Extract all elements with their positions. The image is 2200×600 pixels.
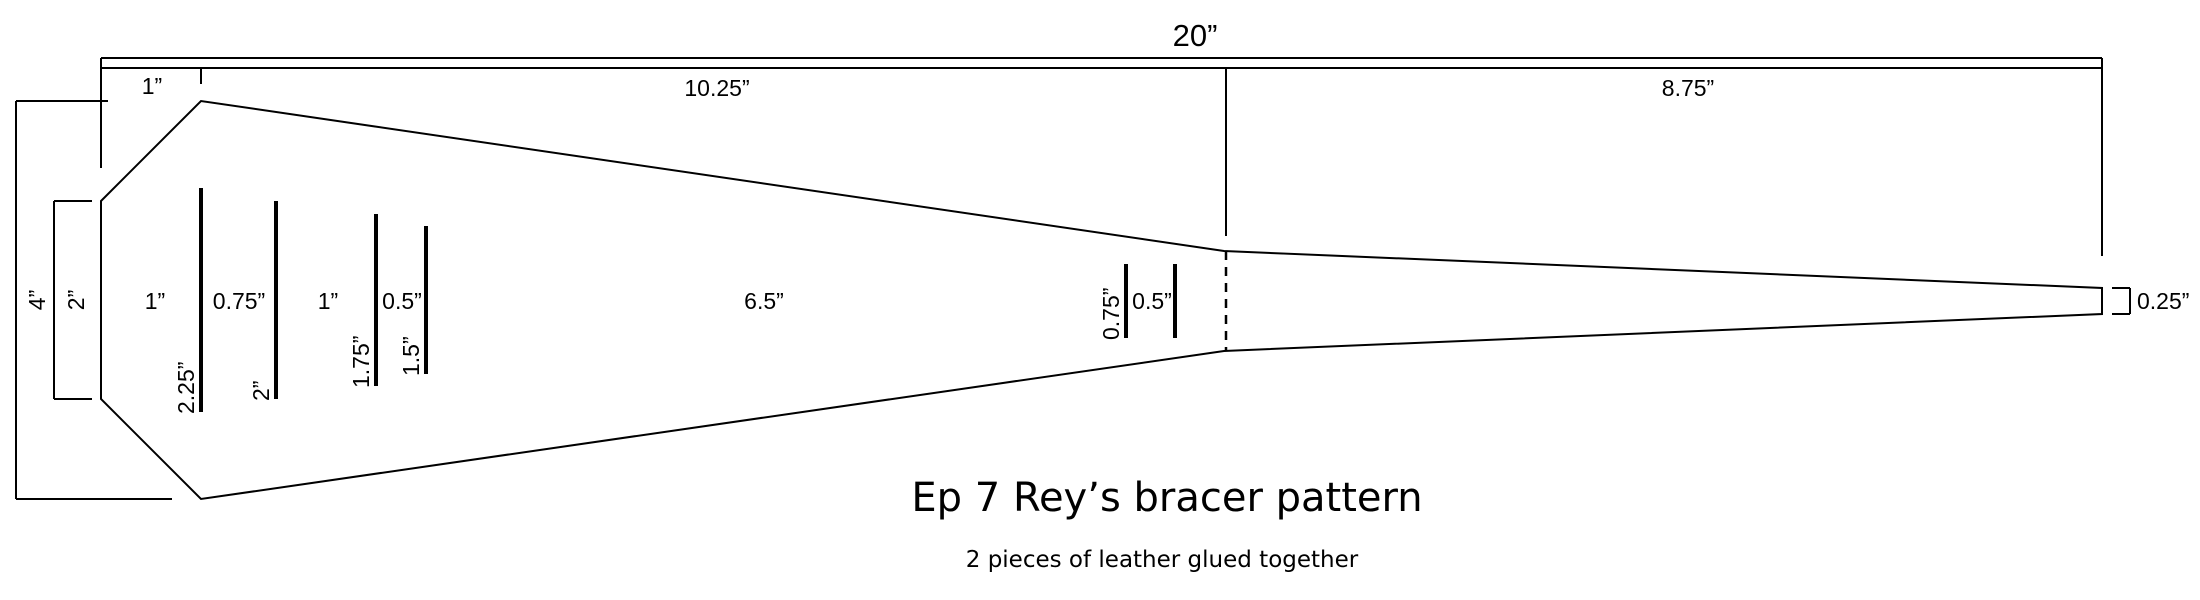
bevel-length-label: 1” <box>142 73 162 99</box>
slot-1-offset-label: 1” <box>145 288 165 314</box>
total-length-label: 20” <box>1173 18 1218 53</box>
bracer-outline <box>100 99 2103 501</box>
slot-3-height-label: 1.75” <box>348 336 374 388</box>
slot-gap-2-label: 0.5” <box>382 288 422 314</box>
slot-5-height-label: 0.75” <box>1098 288 1124 340</box>
mid-span-label: 6.5” <box>744 288 784 314</box>
slot-4-height-label: 1.5” <box>398 336 424 376</box>
overall-height-bracket <box>15 100 172 500</box>
slot-1-height-label: 2.25” <box>173 362 199 414</box>
total-length-dimension <box>100 57 2103 256</box>
slot-2-offset-label: 1” <box>318 288 338 314</box>
upper-taper-length-label: 10.25” <box>684 75 749 101</box>
tip-height-label: 0.25” <box>2137 288 2189 314</box>
slot-gap-3-label: 0.5” <box>1132 288 1172 314</box>
end-height-bracket <box>53 200 92 400</box>
slot-gap-1-label: 0.75” <box>213 288 265 314</box>
page-title: Ep 7 Rey’s bracer pattern <box>911 475 1422 521</box>
strap-length-label: 8.75” <box>1662 75 1714 101</box>
page-subtitle: 2 pieces of leather glued together <box>966 547 1359 573</box>
tip-height-bracket <box>2112 287 2131 315</box>
slot-2-height-label: 2” <box>248 381 274 401</box>
overall-height-label: 4” <box>24 290 50 310</box>
end-height-label: 2” <box>63 290 89 310</box>
